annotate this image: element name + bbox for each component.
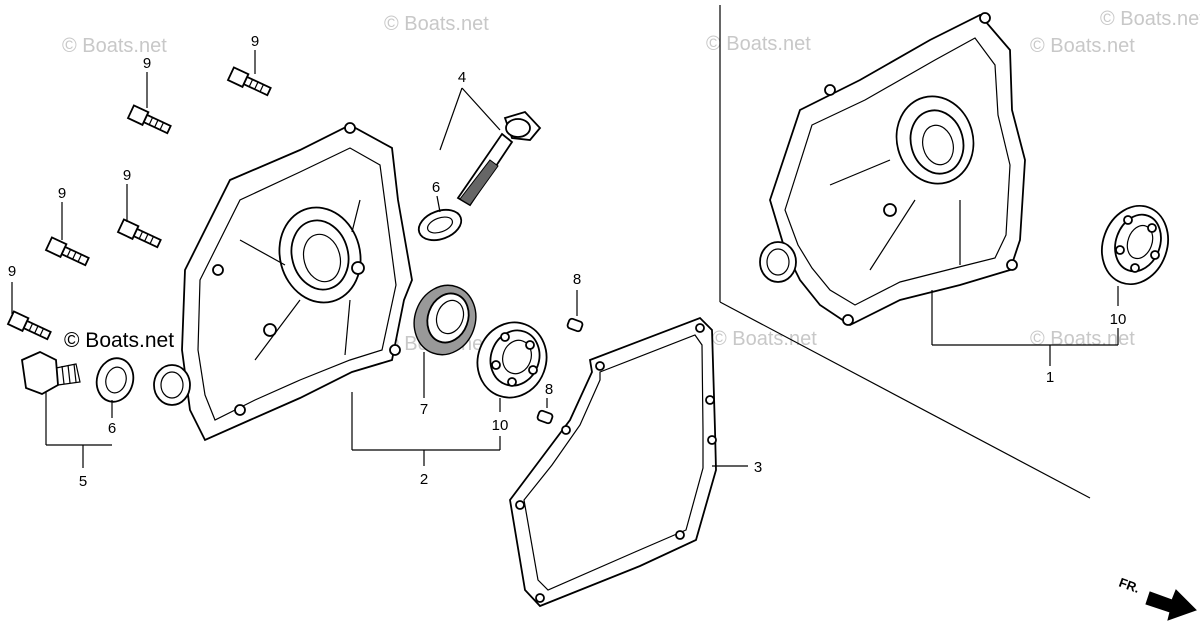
callout-9: 9 [8,263,16,280]
dowel-pin-8-upper [566,317,584,333]
callout-4: 4 [458,69,466,86]
bolt-9-upper-left [126,104,172,135]
gasket-3 [509,316,717,608]
callout-5: 5 [79,473,87,490]
bolt-9-top [226,66,272,97]
callout-9: 9 [58,185,66,202]
watermark-dark: © Boats.net [64,329,174,352]
oil-seal-7 [413,284,477,356]
callout-6: 6 [108,420,116,437]
watermark: © Boats.net [62,35,167,57]
callout-1: 1 [1046,369,1054,386]
bolt-9-left [44,236,90,267]
watermark: © Boats.net [1030,328,1135,350]
callout-9: 9 [143,55,151,72]
callout-6: 6 [432,179,440,196]
callout-10: 10 [492,417,509,434]
washer-6-lower [95,357,135,403]
gasket-ring-6-upper [417,208,463,242]
callout-9: 9 [251,33,259,50]
detail-panel-frame [719,5,1091,499]
crankcase-cover-left [153,122,413,442]
bearing-10-left [476,321,548,399]
callout-8: 8 [545,381,553,398]
front-direction-indicator: FR. [1117,575,1197,621]
front-direction-label: FR. [1117,575,1142,596]
watermark: © Boats.net [712,328,817,350]
callout-3: 3 [754,459,762,476]
dowel-pin-8-lower [536,409,554,425]
watermark: © Boats.net [1030,35,1135,57]
callout-10: 10 [1110,311,1127,328]
watermark: © Boats.net [1100,8,1200,30]
front-arrow-icon [1145,589,1197,621]
crankcase-cover-right [759,12,1026,327]
bolt-9-bottom-left [6,310,52,341]
leader-lines [11,50,1119,468]
drain-bolt-5 [21,351,81,395]
oil-dipstick [456,110,542,207]
callout-7: 7 [420,401,428,418]
bolt-9-middle [116,218,162,249]
watermark: © Boats.net [706,33,811,55]
callout-8: 8 [573,271,581,288]
bearing-10-right [1101,204,1169,286]
callout-labels: 9 9 9 9 9 4 6 6 5 7 10 2 8 8 3 10 1 [8,33,1127,490]
callout-2: 2 [420,471,428,488]
callout-9: 9 [123,167,131,184]
watermark: © Boats.net [384,13,489,35]
